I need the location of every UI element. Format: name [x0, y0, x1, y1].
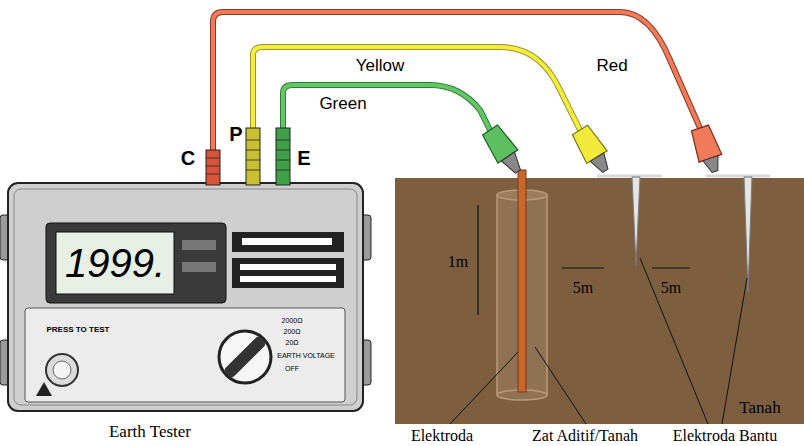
alligator-clip	[480, 123, 528, 178]
alligator-clip	[689, 124, 727, 175]
drawing-part	[246, 128, 260, 185]
earth-electrode	[518, 170, 526, 392]
drawing-part	[36, 382, 52, 396]
drawing-part	[8, 183, 363, 411]
drawing-part	[232, 232, 344, 252]
dial-label: 2000Ω	[282, 317, 303, 325]
drawing-part	[246, 150, 260, 151]
drawing-part	[590, 153, 612, 175]
drawing-part	[744, 177, 752, 292]
drawing-part	[53, 361, 71, 379]
wire-color-label: Green	[319, 95, 366, 114]
part-label: Elektroda Bantu	[673, 427, 777, 445]
dimension-label: 5m	[661, 279, 681, 297]
dimension-line	[562, 267, 604, 268]
drawing-part	[219, 331, 271, 383]
drawing-part	[206, 174, 220, 175]
drawing-part	[246, 170, 260, 171]
drawing-part	[597, 175, 662, 178]
drawing-part	[206, 140, 290, 174]
drawing-part	[276, 150, 290, 151]
dial-label: 20Ω	[285, 339, 298, 347]
drawing-part	[14, 189, 357, 405]
drawing-part	[276, 160, 290, 161]
drawing-part	[276, 170, 290, 171]
dial-label: 200Ω	[284, 328, 301, 336]
drawing-part	[703, 156, 723, 174]
drawing-part	[56, 232, 174, 294]
drawing-part	[206, 166, 220, 167]
drawing-part	[276, 128, 290, 185]
device-label: Earth Tester	[109, 423, 191, 442]
drawing-part	[450, 352, 518, 424]
drawing-part	[253, 47, 580, 130]
alligator-clip	[570, 124, 616, 177]
drawing-part	[283, 85, 490, 130]
drawing-part	[232, 258, 344, 288]
terminal-letter: C	[181, 147, 195, 169]
drawing-part	[276, 140, 290, 141]
drawing-part	[632, 177, 640, 266]
dial-label: EARTH VOLTAGE	[277, 352, 335, 360]
drawing-part	[46, 354, 78, 386]
drawing-part	[242, 238, 332, 245]
drawing-part	[240, 264, 336, 270]
dimension-label: 5m	[573, 279, 593, 297]
terminal-letter: E	[297, 147, 310, 169]
drawing-part	[240, 276, 336, 282]
dimension-line	[477, 205, 478, 315]
drawing-part	[206, 150, 220, 185]
earth-tester-device	[0, 128, 371, 411]
dimension-line	[652, 267, 690, 268]
ground-label: Tanah	[739, 399, 780, 418]
drawing-part	[501, 152, 524, 176]
drawing-part	[25, 308, 345, 402]
wire-color-label: Yellow	[356, 57, 405, 76]
auxiliary-electrode	[597, 176, 662, 266]
part-label: Elektroda	[411, 427, 473, 445]
drawing-part	[246, 140, 260, 141]
dial-label: OFF	[285, 365, 299, 373]
drawing-part	[46, 223, 226, 303]
part-label: Zat Aditif/Tanah	[532, 427, 638, 445]
wire-color-label: Red	[596, 57, 627, 76]
terminal-letter: P	[229, 123, 242, 145]
leader-line	[450, 258, 747, 424]
drawing-part	[535, 347, 586, 424]
button-label: PRESS TO TEST	[47, 326, 110, 335]
drawing-part	[246, 160, 260, 161]
auxiliary-electrode	[706, 176, 770, 292]
soil	[395, 178, 804, 424]
drawing-part	[223, 335, 267, 379]
drawing-part	[253, 47, 580, 130]
display-reading: 1999.	[65, 241, 165, 285]
drawing-part	[640, 258, 708, 424]
drawing-part	[283, 85, 490, 130]
drawing-part	[182, 262, 216, 272]
dimension-label: 1m	[448, 253, 468, 271]
drawing-part	[706, 175, 770, 178]
drawing-part	[206, 158, 220, 159]
drawing-part	[182, 240, 216, 250]
